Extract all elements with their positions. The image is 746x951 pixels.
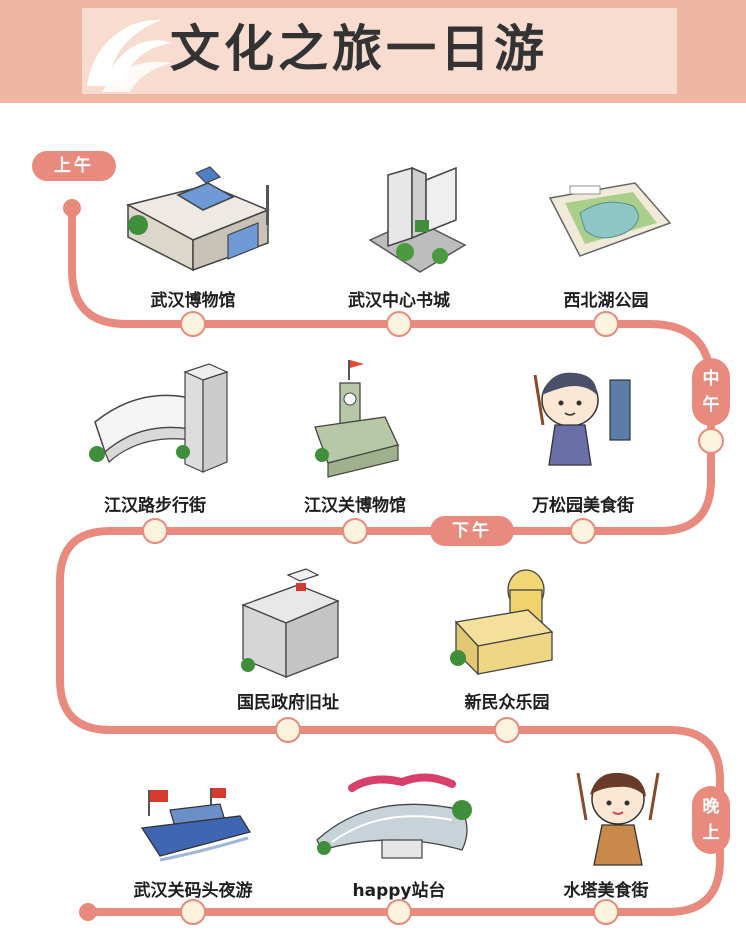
stop-label-2: 武汉中心书城 bbox=[348, 291, 450, 311]
lake-park-icon bbox=[548, 182, 672, 257]
period-noon-badge: 中 午 bbox=[692, 358, 730, 426]
stop-label-5: 江汉关博物馆 bbox=[304, 496, 406, 516]
page-title: 文化之旅一日游 bbox=[170, 20, 548, 78]
boy-with-skewers-icon bbox=[533, 372, 631, 466]
clock-tower-icon bbox=[314, 360, 399, 478]
period-afternoon-badge: 下午 bbox=[430, 516, 514, 546]
girl-with-skewers-icon bbox=[576, 772, 660, 866]
stop-label-1: 武汉博物馆 bbox=[150, 291, 236, 311]
pedestrian-street-icon bbox=[89, 363, 229, 473]
stop-node-7[interactable] bbox=[275, 717, 301, 743]
government-building-icon bbox=[241, 568, 340, 678]
stop-label-9: 武汉关码头夜游 bbox=[133, 881, 253, 901]
stop-node-1[interactable] bbox=[180, 311, 206, 337]
period-evening-badge: 晚 上 bbox=[692, 786, 730, 854]
stop-node-10[interactable] bbox=[386, 899, 412, 925]
stop-node-3[interactable] bbox=[593, 311, 619, 337]
period-evening-char-1: 晚 bbox=[702, 797, 720, 817]
period-evening-char-2: 上 bbox=[702, 823, 720, 843]
stop-node-4[interactable] bbox=[142, 518, 168, 544]
noon-node[interactable] bbox=[698, 428, 724, 454]
stop-label-11: 水塔美食街 bbox=[563, 881, 649, 901]
stop-node-8[interactable] bbox=[494, 717, 520, 743]
domed-theater-icon bbox=[450, 569, 554, 676]
stop-label-10: happy站台 bbox=[352, 881, 446, 901]
happy-station-icon bbox=[316, 773, 472, 859]
period-noon-char-2: 午 bbox=[702, 395, 720, 415]
title-box bbox=[82, 8, 677, 94]
stop-label-6: 万松园美食街 bbox=[532, 496, 634, 516]
ferry-boat-icon bbox=[140, 788, 252, 862]
route-end-dot bbox=[79, 903, 97, 921]
stop-node-5[interactable] bbox=[342, 518, 368, 544]
stop-label-3: 西北湖公园 bbox=[563, 291, 649, 311]
museum-building-icon bbox=[125, 166, 270, 272]
stop-node-11[interactable] bbox=[593, 899, 619, 925]
stop-node-9[interactable] bbox=[180, 899, 206, 925]
stop-node-6[interactable] bbox=[570, 518, 596, 544]
bookstore-building-icon bbox=[368, 166, 467, 273]
stop-label-8: 新民众乐园 bbox=[464, 693, 550, 713]
period-morning-badge: 上午 bbox=[32, 151, 116, 181]
stop-node-2[interactable] bbox=[386, 311, 412, 337]
swirl-decoration-icon bbox=[87, 19, 172, 92]
stop-label-7: 国民政府旧址 bbox=[237, 693, 339, 713]
period-noon-char-1: 中 bbox=[702, 369, 720, 389]
route-start-dot bbox=[63, 199, 81, 217]
stop-label-4: 江汉路步行街 bbox=[104, 496, 206, 516]
